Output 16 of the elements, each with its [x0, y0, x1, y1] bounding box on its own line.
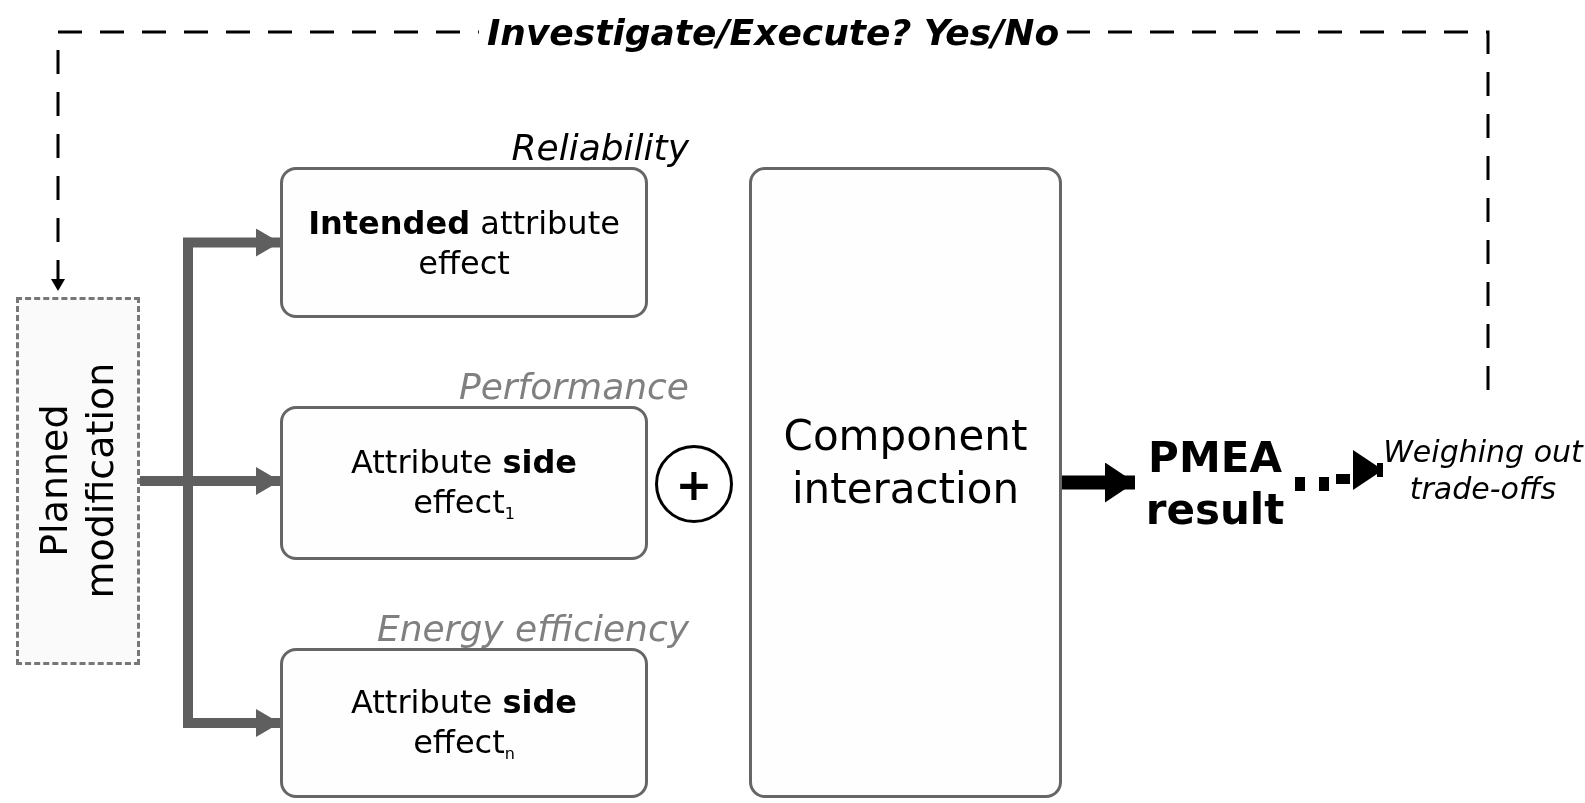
- attribute-heading: Reliability: [511, 127, 689, 168]
- attribute-heading: Performance: [458, 366, 689, 407]
- node-label: Planned modification: [32, 362, 123, 601]
- outcome-text: Weighing out trade-offs: [1383, 432, 1583, 508]
- dashed-box: [16, 297, 140, 665]
- node-label: Attribute side effect$_{n}$: [349, 682, 579, 764]
- arrow: [1295, 450, 1383, 491]
- arrow: [1062, 462, 1135, 503]
- attribute-heading: Energy efficiency: [376, 608, 689, 649]
- node-label: +: [675, 457, 713, 512]
- node-label: Intended attribute effect: [307, 202, 621, 283]
- node-label: Component interaction: [782, 410, 1029, 515]
- node-label: Attribute side effect$_{1}$: [349, 442, 579, 524]
- result-text: PMEA result: [1144, 431, 1286, 536]
- process-box: [749, 167, 1062, 798]
- plus-circle: [655, 445, 733, 523]
